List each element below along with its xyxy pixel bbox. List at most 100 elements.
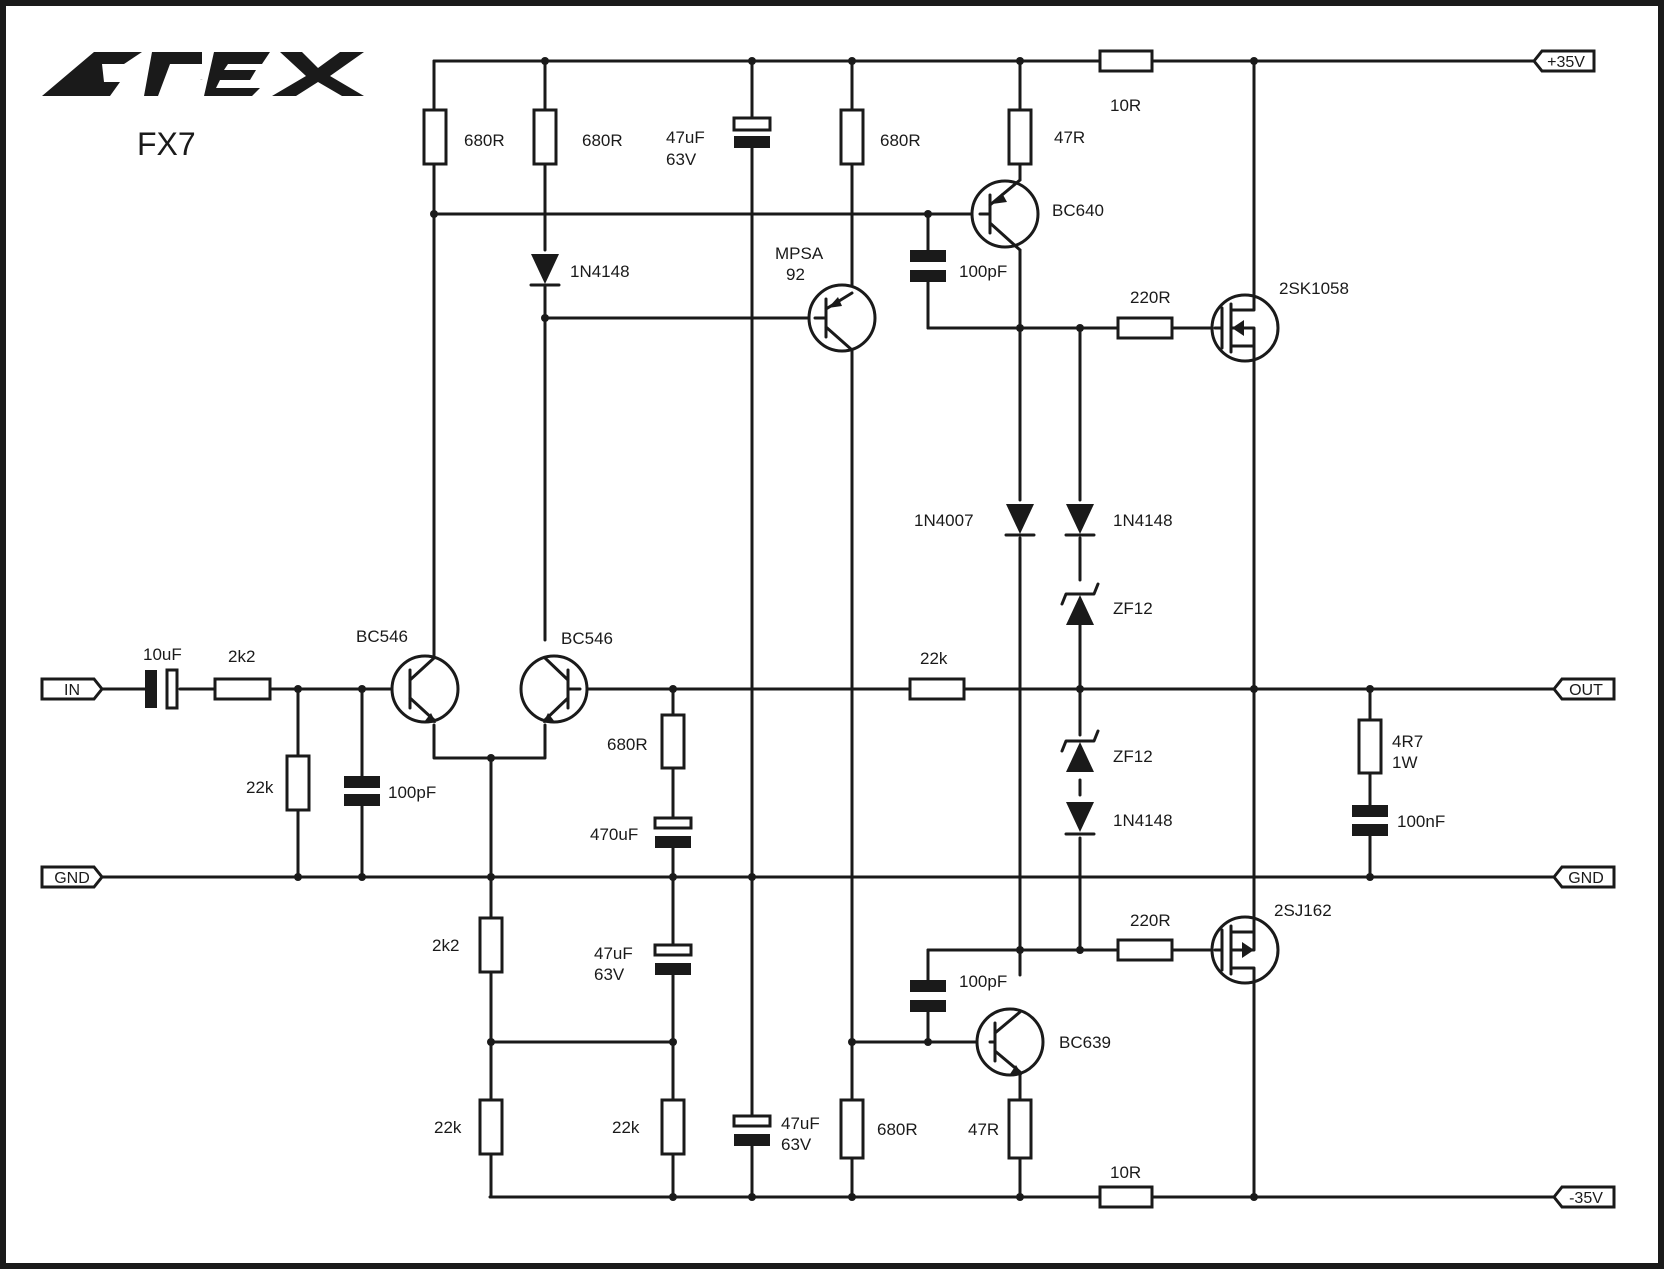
model-title: FX7: [137, 126, 196, 162]
resistors: [213, 49, 1383, 1209]
label-r-q4-emitter: 47R: [1054, 128, 1085, 147]
label-r-zobel-v: 4R7: [1392, 732, 1423, 751]
transistors: [390, 178, 1280, 1077]
ports: IN GND +35V OUT GND -35V: [40, 49, 1616, 1209]
svg-text:OUT: OUT: [1569, 682, 1603, 699]
label-r-in-shunt: 22k: [246, 778, 274, 797]
resistor-r-bottom-supply: [1098, 1185, 1154, 1209]
label-c-fb: 470uF: [590, 825, 638, 844]
label-z-bottom: ZF12: [1113, 747, 1153, 766]
label-r-top-supply: 10R: [1110, 96, 1141, 115]
port-vpos: +35V: [1532, 49, 1596, 73]
label-c-supply-top-v: 47uF: [666, 128, 705, 147]
svg-text:GND: GND: [54, 870, 90, 887]
port-vneg: -35V: [1552, 1185, 1616, 1209]
label-c-q5: 100pF: [959, 972, 1007, 991]
label-c-supply-bot-vv: 63V: [781, 1135, 812, 1154]
label-d-bias2-bottom: 1N4148: [1113, 811, 1173, 830]
diode-1n4007: [1004, 504, 1036, 537]
resistor-r-q4-emitter: [1007, 108, 1033, 166]
svg-text:GND: GND: [1568, 870, 1604, 887]
label-r-fb: 680R: [607, 735, 648, 754]
label-c-zobel: 100nF: [1397, 812, 1445, 831]
junctions: [294, 57, 1374, 1201]
resistor-r-q5-emitter: [1007, 1098, 1033, 1160]
label-r-q5-emitter: 47R: [968, 1120, 999, 1139]
transistor-q1-bc546: [390, 654, 460, 724]
label-z-top: ZF12: [1113, 599, 1153, 618]
label-q5: BC639: [1059, 1033, 1111, 1052]
resistor-r-div-left: [478, 1098, 504, 1156]
transistor-q3-mpsa92: [807, 283, 877, 353]
label-r-bottom-supply: 10R: [1110, 1163, 1141, 1182]
svg-text:+35V: +35V: [1547, 54, 1585, 71]
label-r-q1-load: 680R: [464, 131, 505, 150]
diodes: [529, 254, 1100, 836]
resistor-r-q3-load: [839, 108, 865, 166]
mosfet-2sk1058: [1210, 293, 1280, 363]
zener-zf12-bottom: [1060, 729, 1100, 772]
label-r-q2-load: 680R: [582, 131, 623, 150]
label-q1: BC546: [356, 627, 408, 646]
label-r-gate-top: 220R: [1130, 288, 1171, 307]
component-labels: 10uF 2k2 22k 100pF BC546 BC546 680R 680R…: [143, 96, 1445, 1182]
port-out: OUT: [1552, 677, 1616, 701]
label-d-bias2-top: 1N4148: [1113, 511, 1173, 530]
label-r-div-mid: 22k: [612, 1118, 640, 1137]
capacitors: [145, 116, 1388, 1146]
port-gnd-right: GND: [1552, 865, 1616, 889]
transistor-q4-bc640: [970, 178, 1040, 252]
resistor-r-q2-load: [532, 108, 558, 166]
brand-text: APEX: [200, 78, 203, 81]
resistor-r-gate-top: [1116, 316, 1174, 340]
resistor-r-tail: [478, 916, 504, 974]
label-q2: BC546: [561, 629, 613, 648]
resistor-r-in: [213, 677, 272, 701]
label-q3-b: 92: [786, 265, 805, 284]
diode-1n4148-bias-bottom: [1064, 802, 1096, 836]
resistor-r-q1-load: [422, 108, 448, 166]
diode-1n4148-top: [529, 254, 561, 287]
resistor-r-zobel: [1357, 718, 1383, 775]
label-r-q3-load: 680R: [880, 131, 921, 150]
resistor-r-top-supply: [1098, 49, 1154, 73]
diode-1n4148-bias-top: [1064, 504, 1096, 537]
label-r-gate-bottom: 220R: [1130, 911, 1171, 930]
label-c-tail-vv: 63V: [594, 965, 625, 984]
label-m-top: 2SK1058: [1279, 279, 1349, 298]
label-c-supply-top-vv: 63V: [666, 150, 697, 169]
label-q4: BC640: [1052, 201, 1104, 220]
label-c-q4: 100pF: [959, 262, 1007, 281]
label-c-in: 10uF: [143, 645, 182, 664]
transistor-q5-bc639: [975, 1007, 1045, 1077]
svg-text:-35V: -35V: [1569, 1190, 1603, 1207]
svg-text:IN: IN: [64, 682, 80, 699]
resistor-r-bottom-load: [839, 1098, 865, 1160]
apex-logo: APEX: [42, 52, 364, 96]
resistor-r-div-mid: [660, 1098, 686, 1156]
port-gnd-left: GND: [40, 865, 104, 889]
transistor-q2-bc546: [519, 654, 589, 724]
port-in: IN: [40, 677, 104, 701]
label-r-tail: 2k2: [432, 936, 459, 955]
wires: [100, 59, 1556, 1199]
resistor-r-in-shunt: [285, 754, 311, 812]
label-r-in: 2k2: [228, 647, 255, 666]
label-d-top: 1N4148: [570, 262, 630, 281]
mosfet-2sj162: [1210, 915, 1280, 985]
label-r-zobel-w: 1W: [1392, 753, 1418, 772]
label-q3-a: MPSA: [775, 244, 824, 263]
zener-zf12-top: [1060, 582, 1100, 625]
label-r-bottom-load: 680R: [877, 1120, 918, 1139]
label-c-supply-bot-v: 47uF: [781, 1114, 820, 1133]
label-c-in-shunt: 100pF: [388, 783, 436, 802]
resistor-r-gate-bottom: [1116, 938, 1174, 962]
resistor-r-fb: [660, 713, 686, 770]
label-r-feedback: 22k: [920, 649, 948, 668]
label-c-tail-v: 47uF: [594, 944, 633, 963]
label-r-div-left: 22k: [434, 1118, 462, 1137]
resistor-r-feedback: [908, 677, 966, 701]
label-d-bias: 1N4007: [914, 511, 974, 530]
